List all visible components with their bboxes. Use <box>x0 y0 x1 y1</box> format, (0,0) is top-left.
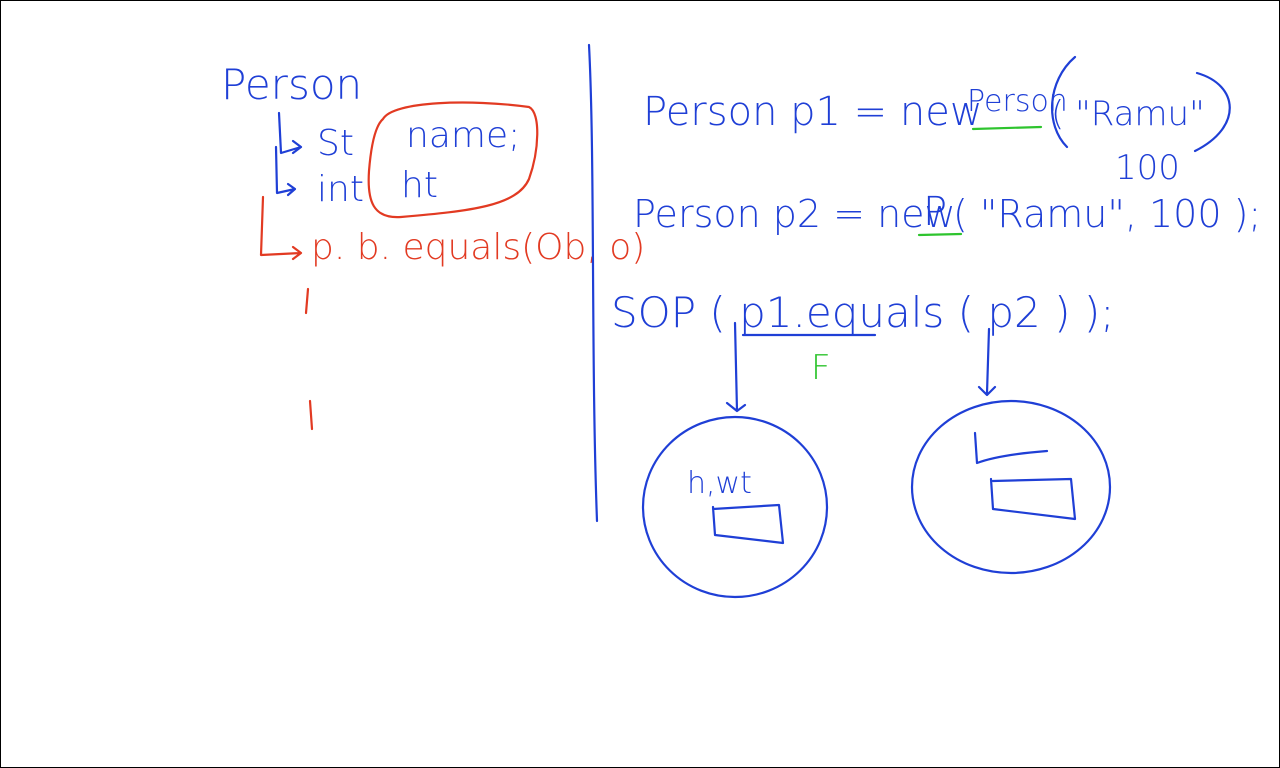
equals-method: p. b. equals(Ob, o) <box>311 227 645 268</box>
sop-statement: SOP ( p1.equals ( p2 ) ); <box>611 288 1114 337</box>
p1-constructor: Person <box>967 84 1068 119</box>
p2-declaration: Person p2 = new <box>633 192 956 236</box>
field2-type: int <box>317 169 364 210</box>
p2-reference-arrow <box>977 327 997 397</box>
object-p2 <box>910 399 1112 575</box>
p1-close-paren <box>1193 71 1231 153</box>
object-p1 <box>641 415 829 599</box>
object-p1-label: h,wt <box>687 466 752 501</box>
class-title: Person <box>221 60 362 109</box>
red-tick-1 <box>304 287 310 315</box>
p1-number: 100 <box>1115 148 1180 188</box>
p2-args: ( "Ramu", 100 ); <box>953 192 1261 236</box>
p1-declaration: Person p1 = new <box>643 89 983 135</box>
field2-name: ht <box>401 165 438 206</box>
object-p2-box <box>989 477 1077 521</box>
p1-reference-arrow <box>725 321 747 413</box>
field2-arrow <box>274 145 297 197</box>
divider-line <box>587 43 599 523</box>
p2-constructor-underline <box>917 232 963 237</box>
result-false: F <box>811 348 831 388</box>
p1-constructor-underline <box>971 125 1043 131</box>
method-arrow <box>259 195 303 261</box>
field1-name: name; <box>406 115 520 156</box>
fields-highlight-loop <box>367 101 539 219</box>
p2-constructor: P <box>923 189 947 235</box>
p1-args: ( "Ramu" <box>1051 94 1205 134</box>
p1-open-paren <box>1050 55 1077 149</box>
field1-type: St <box>317 123 354 164</box>
field1-arrow <box>277 111 303 155</box>
red-tick-2 <box>308 399 314 431</box>
object-p1-box <box>711 503 785 545</box>
object-p2-field-mark <box>973 431 1049 465</box>
